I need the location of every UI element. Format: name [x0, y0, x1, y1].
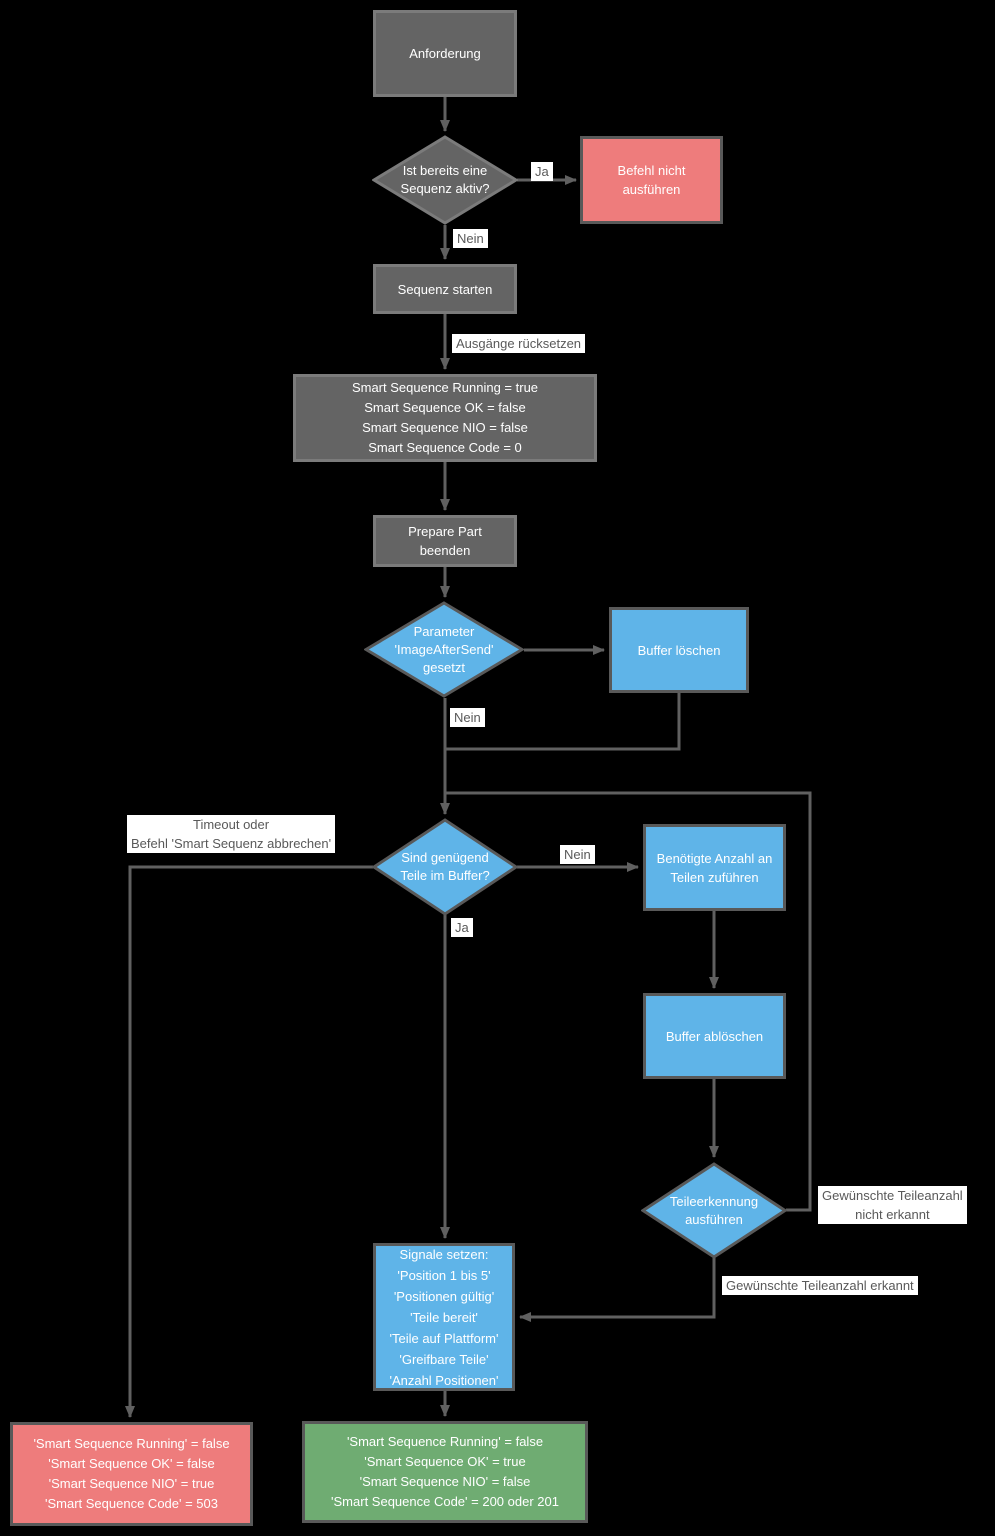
edge-label-teileanzahl-erkannt: Gewünschte Teileanzahl erkannt — [722, 1276, 918, 1295]
node-sequenz-starten-label: Sequenz starten — [397, 281, 493, 297]
node-benoetigte-anzahl: Benötigte Anzahl an Teilen zuführen — [643, 824, 786, 911]
edge-label-ja-sequenz-aktiv: Ja — [531, 162, 553, 181]
edge-label-ausgaenge-ruecksetzen: Ausgänge rücksetzen — [452, 334, 586, 353]
node-signale-setzen: Signale setzen: 'Position 1 bis 5' 'Posi… — [373, 1243, 515, 1391]
node-result-ok: 'Smart Sequence Running' = false 'Smart … — [302, 1421, 588, 1523]
node-buffer-abloeschen-label: Buffer ablöschen — [665, 1028, 764, 1044]
decision-image-after-send-text: Parameter 'ImageAfterSend' gesetzt — [394, 623, 494, 675]
diamond-shape — [364, 601, 524, 698]
decision-teileerkennung-text: Teileerkennung ausführen — [669, 1193, 759, 1227]
decision-sequenz-aktiv: Ist bereits eine Sequenz aktiv? — [372, 135, 518, 225]
node-buffer-loeschen: Buffer löschen — [609, 607, 749, 693]
node-prepare-part: Prepare Part beenden — [373, 515, 517, 567]
edge-label-nein-teile-im-buffer: Nein — [560, 845, 595, 864]
node-anforderung: Anforderung — [373, 10, 517, 97]
decision-sequenz-aktiv-text: Ist bereits eine Sequenz aktiv? — [400, 163, 490, 196]
diamond-shape — [372, 818, 518, 916]
edge-label-ja-teile-im-buffer: Ja — [451, 918, 473, 937]
node-ausgaenge-ruecksetzen: Smart Sequence Running = true Smart Sequ… — [293, 374, 597, 462]
node-result-nok: 'Smart Sequence Running' = false 'Smart … — [10, 1422, 253, 1526]
edge-label-timeout: Timeout oder Befehl 'Smart Sequenz abbre… — [127, 815, 336, 853]
decision-teile-im-buffer: Sind genügend Teile im Buffer? — [372, 818, 518, 916]
decision-teileerkennung: Teileerkennung ausführen — [641, 1162, 787, 1259]
edge-label-nein-image-after-send: Nein — [450, 708, 485, 727]
decision-teile-im-buffer-text: Sind genügend Teile im Buffer? — [400, 850, 490, 883]
node-anforderung-label: Anforderung — [409, 46, 481, 61]
edge-label-teileanzahl-nicht-erkannt: Gewünschte Teileanzahl nicht erkannt — [818, 1186, 967, 1224]
node-sequenz-starten: Sequenz starten — [373, 264, 517, 314]
node-befehl-nicht-ausfuehren: Befehl nicht ausführen — [580, 136, 723, 224]
decision-image-after-send: Parameter 'ImageAfterSend' gesetzt — [364, 601, 524, 698]
edge-label-nein-sequenz-aktiv: Nein — [453, 229, 488, 248]
diamond-shape — [641, 1162, 787, 1259]
diamond-shape — [372, 135, 518, 225]
node-buffer-abloeschen: Buffer ablöschen — [643, 993, 786, 1079]
node-buffer-loeschen-label: Buffer löschen — [637, 642, 721, 658]
